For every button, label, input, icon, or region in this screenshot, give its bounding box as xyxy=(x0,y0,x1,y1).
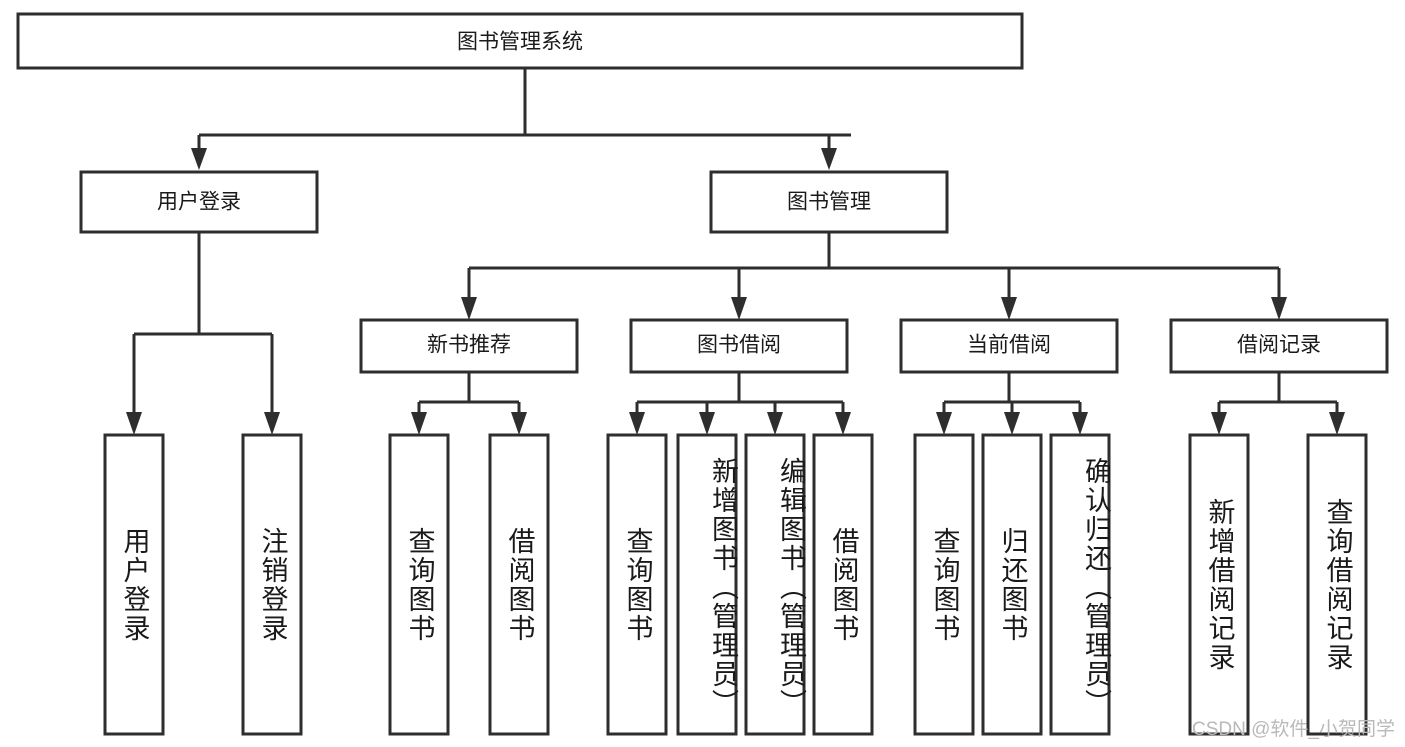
node-new-book-recommend[interactable]: 新书推荐 xyxy=(359,318,579,374)
node-root-system-box xyxy=(16,12,1024,70)
node-user-login-label: 用户登录 xyxy=(157,191,241,214)
arrow-head-leaf-user-login xyxy=(126,412,142,435)
arrow-head-leaf-return-book xyxy=(1004,412,1020,435)
arrow-head-to-book-borrow xyxy=(731,297,747,320)
arrow-head-to-book-manage xyxy=(821,148,837,170)
leaf-box-logout[interactable] xyxy=(241,433,303,736)
leaf-box-query-record[interactable] xyxy=(1306,433,1368,736)
leaf-box-add-record[interactable] xyxy=(1188,433,1250,736)
arrow-head-to-borrow-record xyxy=(1271,297,1287,320)
leaf-box-user-login[interactable] xyxy=(103,433,165,736)
arrow-head-to-user-login xyxy=(191,148,207,170)
arrow-head-leaf-query-book-3 xyxy=(936,412,952,435)
node-new-book-recommend-box xyxy=(359,318,579,374)
node-book-manage-label: 图书管理 xyxy=(787,191,871,214)
leaf-box-confirm-return[interactable] xyxy=(1049,433,1111,736)
leaf-box-query-book-3[interactable] xyxy=(913,433,975,736)
arrow-head-leaf-add-record xyxy=(1211,412,1227,435)
connector-root-to-level2 xyxy=(191,68,851,170)
connector-borrow-record-to-leaves xyxy=(1211,372,1345,435)
node-book-borrow[interactable]: 图书借阅 xyxy=(629,318,849,374)
node-root-system[interactable]: 图书管理系统 xyxy=(16,12,1024,70)
leaf-box-query-book-1[interactable] xyxy=(388,433,450,736)
leaf-box-borrow-book-2[interactable] xyxy=(812,433,874,736)
leaf-box-return-book[interactable] xyxy=(981,433,1043,736)
node-current-borrow-box xyxy=(899,318,1119,374)
arrow-head-leaf-borrow-book-1 xyxy=(511,412,527,435)
connector-book-borrow-to-leaves xyxy=(629,372,851,435)
leaf-box-edit-book[interactable] xyxy=(744,433,806,736)
connector-current-borrow-to-leaves xyxy=(936,372,1088,435)
node-current-borrow[interactable]: 当前借阅 xyxy=(899,318,1119,374)
csdn-watermark: CSDN @软件_小贺同学 xyxy=(1192,719,1395,740)
node-new-book-recommend-label: 新书推荐 xyxy=(427,334,511,357)
arrow-head-leaf-add-book xyxy=(699,412,715,435)
arrow-head-leaf-query-record xyxy=(1329,412,1345,435)
leaf-box-add-book[interactable] xyxy=(676,433,738,736)
arrow-head-leaf-query-book-1 xyxy=(411,412,427,435)
node-root-system-label: 图书管理系统 xyxy=(457,31,583,54)
arrow-head-to-new-book xyxy=(461,297,477,320)
arrow-head-leaf-logout xyxy=(264,412,280,435)
node-borrow-record[interactable]: 借阅记录 xyxy=(1169,318,1389,374)
arrow-head-leaf-edit-book xyxy=(767,412,783,435)
arrow-head-leaf-confirm-return xyxy=(1072,412,1088,435)
arrow-head-to-current-borrow xyxy=(1001,297,1017,320)
node-current-borrow-label: 当前借阅 xyxy=(967,334,1051,357)
leaf-box-borrow-book-1[interactable] xyxy=(488,433,550,736)
arrow-head-leaf-query-book-2 xyxy=(629,412,645,435)
node-borrow-record-label: 借阅记录 xyxy=(1237,334,1321,357)
connector-new-book-to-leaves xyxy=(411,372,527,435)
node-user-login-box xyxy=(79,170,319,234)
node-user-login[interactable]: 用户登录 xyxy=(79,170,319,234)
connector-user-login-to-leaves xyxy=(126,232,280,435)
node-book-borrow-label: 图书借阅 xyxy=(697,334,781,357)
node-book-manage[interactable]: 图书管理 xyxy=(709,170,949,234)
leaf-box-query-book-2[interactable] xyxy=(606,433,668,736)
arrow-head-leaf-borrow-book-2 xyxy=(835,412,851,435)
connector-book-manage-to-level3 xyxy=(461,232,1287,320)
